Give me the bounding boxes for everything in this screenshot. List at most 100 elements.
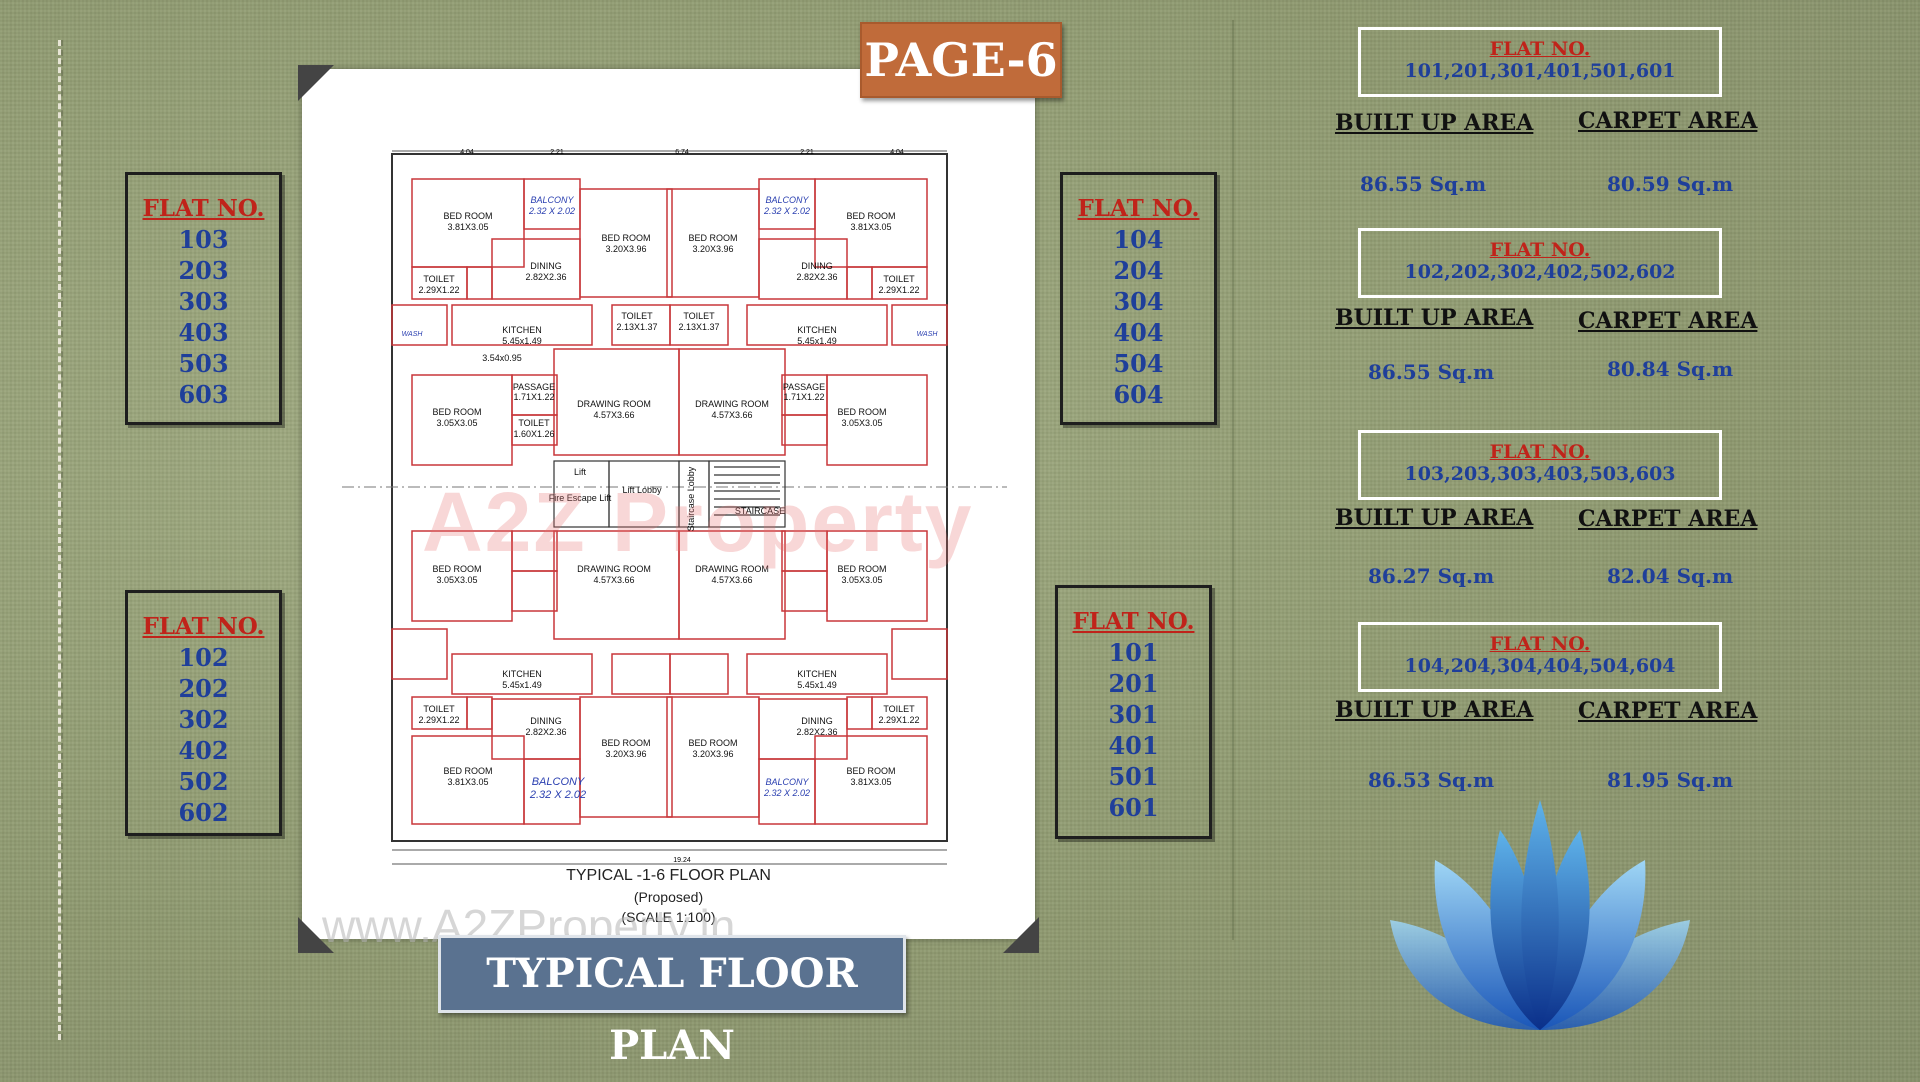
room-label: KITCHEN (797, 669, 837, 679)
room-dim: 3.05X3.05 (841, 575, 882, 585)
carpet-label: CARPET AREA (1578, 698, 1758, 724)
room-dim: 1.60X1.26 (513, 429, 554, 439)
room-label: BED ROOM (601, 738, 650, 748)
flat-group-numbers: 104,204,304,404,504,604 (1404, 655, 1676, 677)
built-up-label: BUILT UP AREA (1335, 110, 1534, 136)
flat-number: 104 (1113, 225, 1164, 254)
room-dim: 3.81X3.05 (447, 777, 488, 787)
dim-label: 2.21 (800, 149, 814, 156)
room-dim: 2.82X2.36 (525, 727, 566, 737)
room-label: WASH (917, 331, 939, 338)
flat-number: 202 (178, 674, 229, 703)
room-label: DRAWING ROOM (577, 399, 651, 409)
flat-number: 502 (178, 767, 229, 796)
room-label: Lift (574, 467, 587, 477)
room-dim: 2.82X2.36 (525, 272, 566, 282)
room-dim: 1.71X1.22 (513, 392, 554, 402)
page-badge: PAGE-6 (860, 22, 1062, 98)
built-up-value: 86.27 Sq.m (1368, 564, 1495, 588)
room-dim: 2.82X2.36 (796, 272, 837, 282)
room-label: STAIRCASE (735, 506, 785, 516)
room-dim: 2.13X1.37 (678, 322, 719, 332)
carpet-value: 81.95 Sq.m (1607, 768, 1734, 792)
room-label: KITCHEN (502, 669, 542, 679)
carpet-label: CARPET AREA (1578, 506, 1758, 532)
flat-number: 603 (178, 380, 229, 409)
dim-label: 4.04 (890, 149, 904, 156)
flat-box-left-top: FLAT NO. 103 203 303 403 503 603 (125, 172, 282, 425)
flat-number: 501 (1108, 762, 1159, 791)
room-dim: 2.13X1.37 (616, 322, 657, 332)
room-dim: 4.57X3.66 (711, 410, 752, 420)
room-label: BED ROOM (688, 233, 737, 243)
flat-number: 601 (1108, 793, 1159, 822)
room-label: DINING (530, 716, 562, 726)
room-dim: 5.45x1.49 (502, 336, 542, 346)
room-label: WASH (402, 331, 424, 338)
room-label: TOILET (683, 311, 715, 321)
carpet-value: 80.84 Sq.m (1607, 357, 1734, 381)
photo-corner-icon (298, 917, 334, 953)
dim-label: 19.24 (673, 857, 691, 864)
flat-number: 301 (1108, 700, 1159, 729)
plan-caption-scale: (SCALE 1:100) (621, 909, 716, 925)
room-label: BED ROOM (443, 766, 492, 776)
flat-group-numbers: 101,201,301,401,501,601 (1404, 60, 1676, 82)
built-up-label: BUILT UP AREA (1335, 305, 1534, 331)
room-label: DINING (530, 261, 562, 271)
room-label: BED ROOM (688, 738, 737, 748)
built-up-value: 86.53 Sq.m (1368, 768, 1495, 792)
room-label: Fire Escape Lift (549, 493, 612, 503)
room-label: BALCONY (765, 195, 809, 205)
carpet-label: CARPET AREA (1578, 108, 1758, 134)
flat-group-numbers: 103,203,303,403,503,603 (1404, 463, 1676, 485)
flat-number: 203 (178, 256, 229, 285)
room-dim: 3.20X3.96 (605, 244, 646, 254)
room-label: BALCONY (765, 777, 809, 787)
photo-corner-icon (298, 65, 334, 101)
flat-number: 402 (178, 736, 229, 765)
flat-number: 303 (178, 287, 229, 316)
flat-group-header: FLAT NO. 102,202,302,402,502,602 (1358, 228, 1722, 298)
flat-box-title: FLAT NO. (1072, 608, 1195, 635)
carpet-label: CARPET AREA (1578, 308, 1758, 334)
dim-label: 4.04 (460, 149, 474, 156)
room-label: PASSAGE (783, 382, 825, 392)
room-label: BALCONY (530, 195, 574, 205)
room-label: DRAWING ROOM (695, 399, 769, 409)
room-dim: 3.20X3.96 (692, 244, 733, 254)
flat-group-title: FLAT NO. (1489, 239, 1591, 261)
room-dim: 3.81X3.05 (850, 222, 891, 232)
room-dim: 3.20X3.96 (605, 749, 646, 759)
flat-number: 404 (1113, 318, 1164, 347)
flat-number: 504 (1113, 349, 1164, 378)
room-dim: 4.57X3.66 (593, 575, 634, 585)
lotus-icon (1390, 800, 1690, 1030)
flat-number: 103 (178, 225, 229, 254)
flat-number: 102 (178, 643, 229, 672)
floor-plan-drawing: 4.04 2.21 6.74 2.21 4.04 19.24 (342, 149, 1007, 865)
flat-box-mid-bottom: FLAT NO. 101 201 301 401 501 601 (1055, 585, 1212, 839)
room-label: BED ROOM (601, 233, 650, 243)
flat-number: 401 (1108, 731, 1159, 760)
flat-number: 304 (1113, 287, 1164, 316)
room-dim: 5.45x1.49 (797, 336, 837, 346)
built-up-value: 86.55 Sq.m (1360, 172, 1487, 196)
room-label: TOILET (518, 418, 550, 428)
room-dim: 2.82X2.36 (796, 727, 837, 737)
flat-number: 204 (1113, 256, 1164, 285)
room-dim: 2.32 X 2.02 (529, 789, 586, 801)
flat-box-left-bottom: FLAT NO. 102 202 302 402 502 602 (125, 590, 282, 836)
flat-number: 302 (178, 705, 229, 734)
room-label: BED ROOM (837, 564, 886, 574)
flat-group-title: FLAT NO. (1489, 38, 1591, 60)
room-label: BED ROOM (846, 766, 895, 776)
room-dim: 2.32 X 2.02 (763, 206, 810, 216)
room-label: KITCHEN (502, 325, 542, 335)
plan-caption-proposed: (Proposed) (633, 889, 704, 905)
floor-plan-sheet: 4.04 2.21 6.74 2.21 4.04 19.24 (302, 69, 1035, 952)
room-dim: 3.05X3.05 (841, 418, 882, 428)
stitch-shadow (61, 40, 65, 1040)
flat-box-title: FLAT NO. (1077, 195, 1200, 222)
room-dim: 2.29X1.22 (878, 285, 919, 295)
